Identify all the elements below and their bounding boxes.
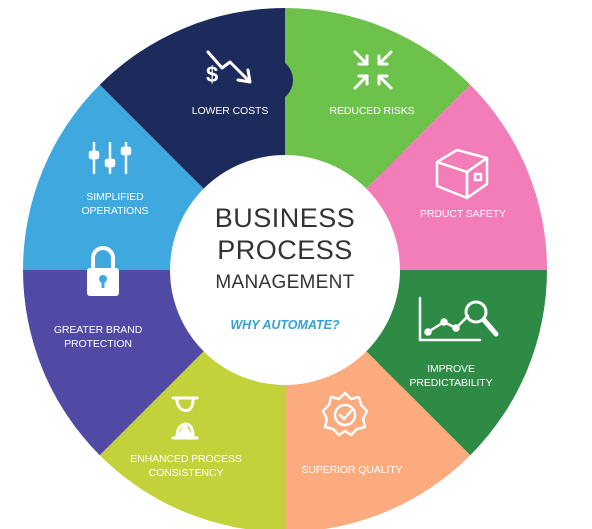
title-line-1: BUSINESS	[214, 203, 356, 233]
label-enhanced-line1: ENHANCED PROCESS	[130, 452, 242, 465]
chart-magnifier-icon	[418, 296, 499, 342]
padlock-icon	[87, 246, 119, 296]
hourglass-icon	[171, 396, 199, 440]
label-lower-costs: LOWER COSTS	[191, 104, 269, 117]
title-line-2: PROCESS	[217, 235, 353, 265]
center-title-block: BUSINESS PROCESS MANAGEMENT WHY AUTOMATE…	[170, 195, 400, 345]
label-simplified-line2: OPERATIONS	[81, 205, 149, 217]
puzzle-knob-improve-predictability	[277, 438, 321, 482]
label-greater-brand: GREATER BRAND PROTECTION	[54, 323, 142, 351]
label-improve-line2: PREDICTABILITY	[409, 377, 493, 389]
label-superior-quality: SUPERIOR QUALITY	[301, 463, 403, 476]
subtitle: WHY AUTOMATE?	[230, 318, 340, 332]
label-product-safety: PRDUCT SAFETY	[419, 207, 507, 220]
center-circle	[170, 155, 400, 385]
title-line-3: MANAGEMENT	[215, 272, 355, 293]
label-greater-line2: PROTECTION	[64, 338, 132, 350]
label-improve-line1: IMPROVE	[427, 362, 475, 375]
dollar-down-arrow-icon: $	[206, 50, 252, 87]
label-simplified-ops: SIMPLIFIED OPERATIONS	[81, 190, 148, 218]
label-greater-line1: GREATER BRAND	[53, 323, 143, 336]
label-reduced-risks: REDUCED RISKS	[329, 104, 415, 117]
label-simplified-line1: SIMPLIFIED	[86, 190, 144, 203]
label-enhanced-line2: CONSISTENCY	[148, 467, 224, 479]
box-icon	[435, 148, 489, 200]
puzzle-knob-simplified-ops	[249, 58, 293, 102]
label-enhanced-process: ENHANCED PROCESS CONSISTENCY	[130, 452, 242, 480]
puzzle-knob-reduced-risks	[453, 234, 497, 278]
svg-text:$: $	[206, 62, 218, 87]
compress-arrows-icon	[353, 50, 393, 90]
quality-badge-icon	[321, 391, 369, 437]
sliders-icon	[88, 141, 132, 175]
label-improve-predictability: IMPROVE PREDICTABILITY	[409, 362, 492, 390]
